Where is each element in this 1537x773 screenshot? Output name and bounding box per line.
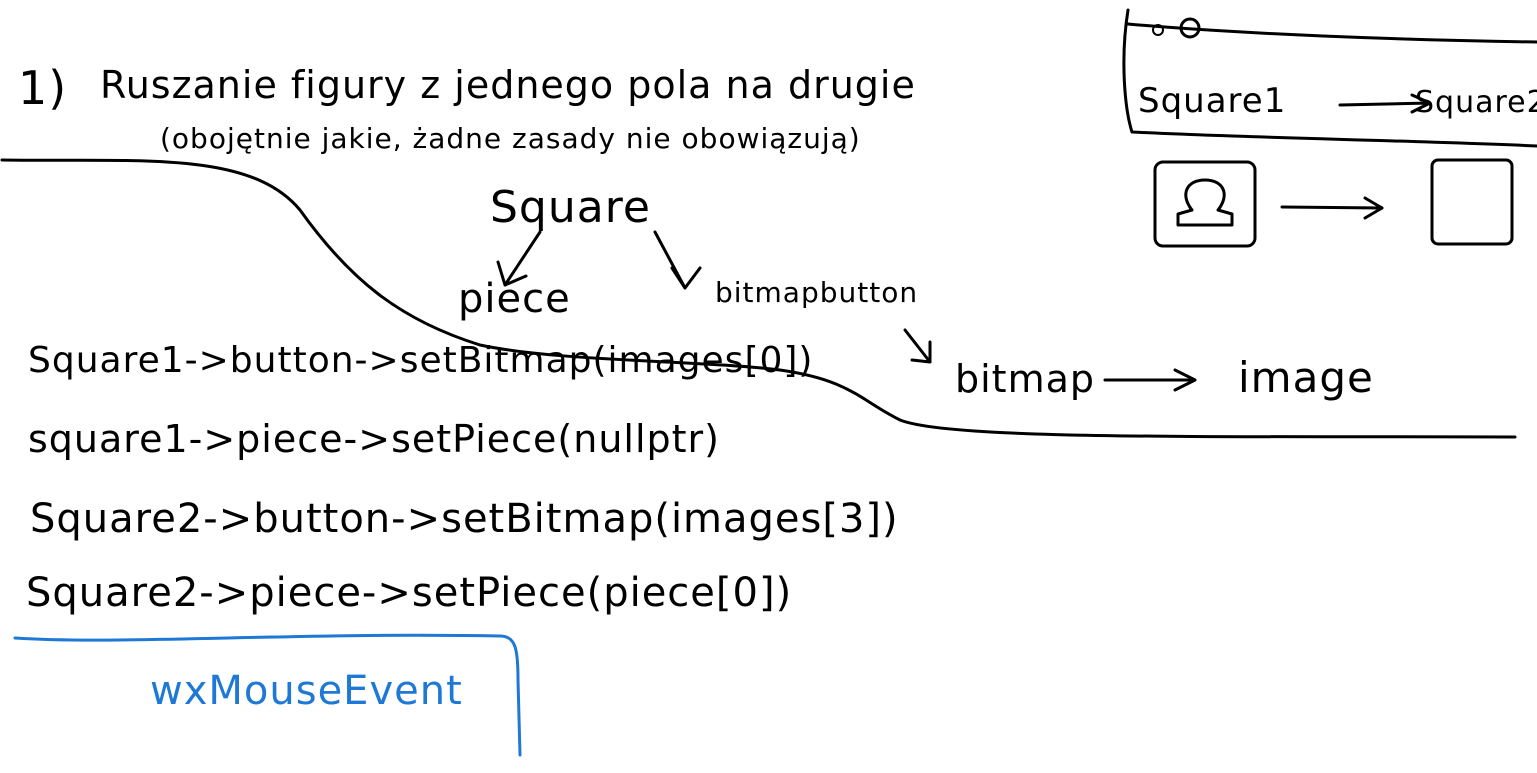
empty-square-icon [1430,158,1514,246]
code-line-4: Square2->piece->setPiece(piece[0]) [26,570,792,616]
tree-root-label: Square [490,182,651,233]
sketch-arrow-top [1338,93,1432,114]
tree-arrow-right [653,230,702,290]
tree-arrow-left [496,230,542,287]
heading-line-2: (obojętnie jakie, żadne zasady nie obowi… [160,122,861,155]
bitmap-label: bitmap [955,357,1095,401]
sketch-square1-label: Square1 [1138,81,1286,121]
heading-number: 1) [18,61,67,115]
bitmap-arrow [903,328,932,364]
image-arrow [1103,368,1197,392]
event-label: wxMouseEvent [150,668,463,714]
sketch-dot-large [1179,17,1201,39]
piece-square [1153,160,1257,248]
sketch-frame [1122,8,1537,148]
tree-right-label: bitmapbutton [715,276,918,309]
sketch-square2-label: Square2 [1415,85,1537,120]
image-label: image [1238,353,1374,402]
sketch-arrow-bottom [1280,196,1384,220]
divider-curve [0,158,1517,439]
heading-line-1: Ruszanie figury z jednego pola na drugie [100,63,916,107]
code-line-1: Square1->button->setBitmap(images[0]) [28,340,813,381]
code-line-2: square1->piece->setPiece(nullptr) [28,417,720,461]
event-box-outline [13,633,522,757]
code-line-3: Square2->button->setBitmap(images[3]) [30,496,899,542]
sketch-dot-small [1152,24,1164,36]
tree-left-label: piece [458,276,571,322]
piece-icon [1176,178,1234,227]
